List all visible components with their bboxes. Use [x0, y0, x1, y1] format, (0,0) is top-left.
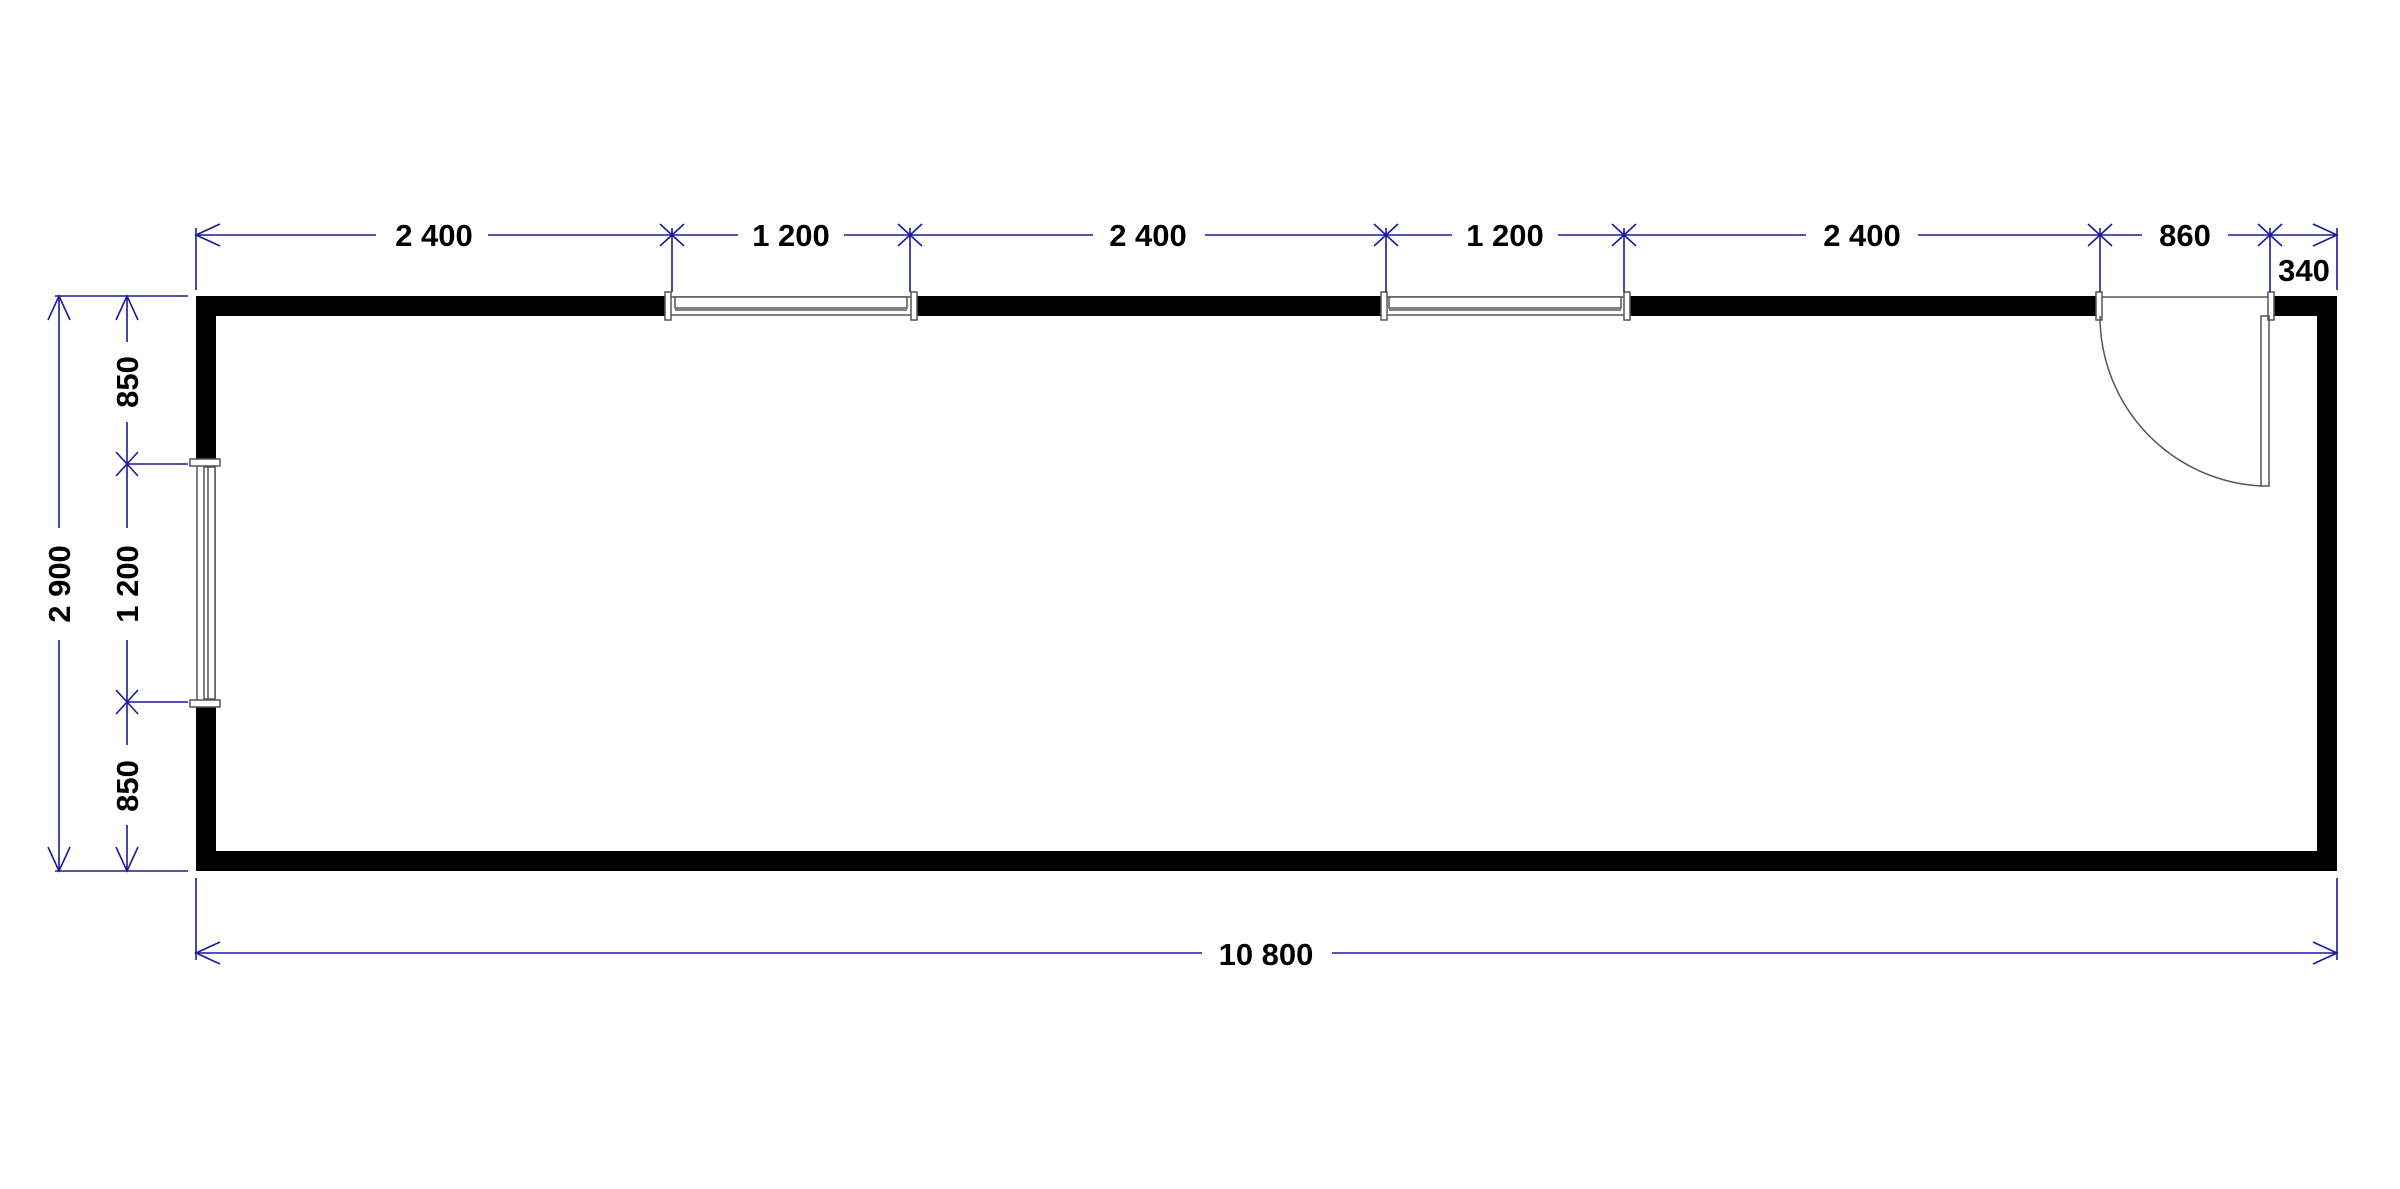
dim-top-2: 1 200 — [752, 218, 830, 253]
wall-top-segment — [912, 296, 1384, 316]
wall-bottom — [196, 851, 2337, 871]
wall-top-segment — [196, 296, 670, 316]
dim-left-3: 850 — [110, 760, 145, 812]
dim-left-1: 850 — [110, 356, 145, 408]
dim-overall-length: 10 800 — [1219, 937, 1314, 972]
wall-right — [2317, 296, 2337, 871]
left-dimension-chain — [44, 294, 188, 873]
dim-left-overall: 2 900 — [42, 545, 77, 623]
door — [2095, 291, 2275, 487]
top-dimension-chain — [194, 220, 2339, 292]
walls — [196, 296, 2337, 871]
bottom-dimension — [194, 878, 2339, 969]
wall-left-segment — [196, 704, 216, 871]
dim-top-7: 340 — [2278, 253, 2330, 288]
dim-top-4: 1 200 — [1466, 218, 1544, 253]
dim-top-5: 2 400 — [1823, 218, 1901, 253]
window-top-1 — [664, 291, 918, 321]
dim-left-2: 1 200 — [110, 545, 145, 623]
dim-top-6: 860 — [2159, 218, 2211, 253]
door-swing-arc — [2099, 315, 2262, 487]
wall-top-segment — [1626, 296, 2098, 316]
dim-top-3: 2 400 — [1109, 218, 1187, 253]
window-left — [189, 458, 221, 708]
door-leaf — [2260, 315, 2270, 487]
dim-top-1: 2 400 — [395, 218, 473, 253]
wall-left-segment — [196, 296, 216, 462]
window-top-2 — [1380, 291, 1631, 321]
